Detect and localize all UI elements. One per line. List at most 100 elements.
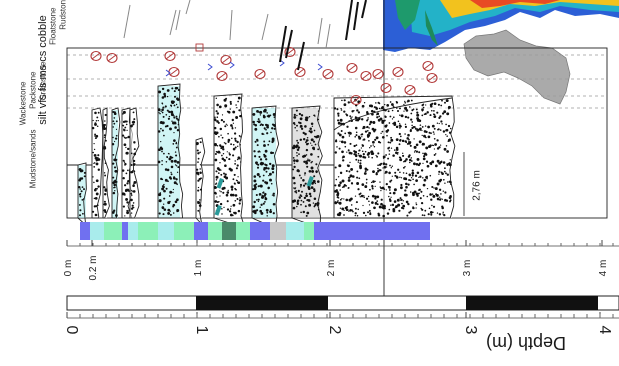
fossil-shell-line (323, 70, 333, 78)
grain-dot (104, 174, 107, 177)
grain-dot (124, 184, 127, 187)
grain-dot (96, 204, 99, 207)
grain-dot (337, 112, 340, 115)
grain-dot (348, 210, 350, 212)
grain-dot (442, 161, 446, 164)
grain-dot (416, 157, 420, 161)
grain-dot (426, 187, 429, 190)
grain-dot (173, 159, 177, 163)
grain-dot (195, 142, 199, 145)
grain-dot (390, 196, 392, 198)
grain-dot (391, 203, 395, 206)
grain-dot (234, 146, 237, 149)
grain-dot (160, 110, 162, 113)
grain-dot (439, 178, 443, 182)
grain-dot (342, 155, 345, 159)
grain-dot (103, 186, 106, 189)
fossil-shell-icon (90, 50, 102, 62)
grain-dot (343, 99, 346, 102)
grain-dot (169, 190, 173, 194)
grain-dot (395, 101, 399, 104)
grain-dot (421, 208, 424, 211)
grain-dot (126, 209, 129, 212)
grain-dot (384, 170, 388, 174)
grain-dot (215, 179, 218, 181)
grain-dot (446, 173, 449, 176)
grain-dot (228, 210, 232, 213)
grain-dot (94, 137, 97, 140)
grain-dot (447, 105, 451, 109)
grain-dot (397, 168, 400, 171)
grain-dot (168, 195, 171, 197)
grain-dot (412, 206, 414, 208)
grain-dot (425, 160, 429, 163)
grain-dot (419, 124, 422, 126)
grain-dot (124, 162, 127, 166)
grain-dot (388, 153, 391, 155)
structure-mark (229, 9, 233, 41)
grain-dot (259, 184, 263, 188)
grain-dot (416, 171, 420, 175)
grain-dot (173, 131, 175, 134)
grain-dot (439, 129, 442, 131)
grain-dot (315, 135, 318, 139)
grain-dot (355, 158, 358, 161)
fossil-shell-icon (216, 70, 228, 82)
grain-dot (125, 188, 128, 192)
grain-dot (433, 102, 437, 106)
grain-dot (434, 153, 437, 155)
grain-dot (376, 195, 380, 199)
structure-mark (353, 1, 359, 31)
grain-dot (169, 200, 171, 203)
grain-dot (271, 194, 274, 196)
grain-dot (93, 166, 96, 168)
grain-dot (255, 193, 258, 197)
grain-dot (350, 117, 352, 119)
grain-dot (133, 152, 137, 156)
grain-dot (416, 194, 419, 197)
grain-dot (385, 163, 388, 166)
grain-dot (426, 164, 430, 168)
grain-dot (168, 115, 171, 118)
fossil-shell-icon (106, 52, 118, 64)
grain-dot (93, 148, 96, 151)
grain-dot (176, 161, 180, 164)
grain-dot (362, 153, 365, 156)
fossil-shell-line (217, 72, 227, 80)
grain-dot (125, 172, 128, 175)
fossil-shell-line (393, 68, 403, 76)
grain-dot (361, 144, 365, 147)
grain-dot (123, 128, 125, 131)
grain-dot (385, 166, 388, 168)
grain-dot (310, 131, 312, 134)
grain-dot (263, 168, 266, 171)
grain-dot (133, 170, 136, 173)
grain-dot (427, 213, 430, 216)
grain-dot (340, 130, 343, 132)
grain-dot (391, 175, 393, 177)
grain-dot (410, 157, 413, 159)
grain-dot (415, 179, 418, 182)
grain-dot (427, 125, 430, 129)
grain-dot (362, 211, 366, 215)
grain-dot (364, 185, 368, 189)
grain-dot (404, 140, 407, 143)
grain-dot (199, 168, 201, 170)
column-outline (195, 137, 206, 226)
column-fill (158, 86, 180, 218)
grain-dot (361, 150, 364, 153)
grain-dot (404, 159, 407, 163)
grain-dot (399, 171, 401, 174)
depth-tick-label-bottom: 1 (193, 326, 210, 335)
column-outline (291, 105, 323, 229)
grain-dot (350, 182, 354, 185)
grain-dot (416, 117, 420, 120)
grain-dot (256, 144, 259, 147)
facies-color-bar (80, 222, 430, 240)
grain-dot (227, 189, 229, 192)
grain-dot (94, 213, 97, 217)
grain-dot (408, 140, 410, 142)
grain-dot (196, 168, 199, 171)
grain-dot (161, 163, 163, 166)
